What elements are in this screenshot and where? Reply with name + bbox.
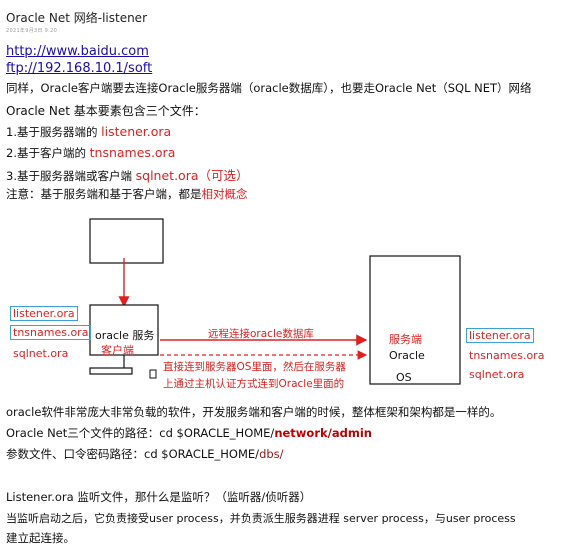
server-listener-file: listener.ora [466,328,534,343]
server-tower [369,255,461,385]
client-box-line2: 客户端 [101,344,134,357]
client-sqlnet-file: sqlnet.ora [13,347,69,360]
file-item-prefix: 2.基于客户端的 [6,146,90,160]
param-files-path-prefix: 参数文件、口令密码路径：cd $ORACLE_HOME/ [6,447,260,461]
file-item-3: 3.基于服务器端或客户端 sqlnet.ora（可选） [6,165,249,184]
diagram-shapes [89,218,461,385]
http-link[interactable]: http://www.baidu.com [6,44,149,59]
mouse [149,369,157,379]
page-title: Oracle Net 网络-listener [6,11,148,25]
upper-box [89,218,164,264]
note-line: 注意：基于服务端和基于客户端，都是相对概念 [6,186,248,202]
server-tnsnames-file: tnsnames.ora [469,349,545,362]
file-item-prefix: 3.基于服务器端或客户端 [6,169,136,183]
client-listener-file: listener.ora [10,306,78,321]
net-files-path-prefix: Oracle Net三个文件的路径：cd $ORACLE_HOME/ [6,426,275,440]
ftp-link[interactable]: ftp://192.168.10.1/soft [6,61,153,76]
note-highlight: 相对概念 [201,187,248,201]
listener-question: Listener.ora 监听文件，那什么是监听？（监听器/侦听器） [6,490,312,504]
page-meta: 2021年9月3日 9:20 [6,28,58,34]
file-item-name: sqlnet.ora（可选） [135,168,249,183]
listener-desc-line1: 当监听启动之后，它负责接受user process，并负责派生服务器进程 ser… [6,512,516,525]
architecture-diagram: listener.ora tnsnames.ora sqlnet.ora ora… [0,208,566,398]
architecture-note: oracle软件非常庞大非常负载的软件，开发服务端和客户端的时候，整体框架和架构… [6,405,502,419]
remote-connect-label: 远程连接oracle数据库 [208,328,314,340]
file-item-name: tnsnames.ora [89,145,176,160]
server-label: 服务端 [389,333,422,346]
net-files-path-value: network/admin [274,426,372,440]
direct-connect-line2: 上通过主机认证方式连到Oracle里面的 [163,378,345,390]
keyboard [89,367,133,375]
file-item-name: listener.ora [101,124,172,139]
file-item-prefix: 1.基于服务器端的 [6,125,102,139]
intro-line-1: 同样，Oracle客户端要去连接Oracle服务器端（oracle数据库），也要… [6,81,532,95]
listener-desc-line2: 建立起连接。 [6,531,75,545]
param-files-path-value: dbs/ [259,447,284,461]
intro-line-2: Oracle Net 基本要素包含三个文件： [6,104,206,118]
param-files-path: 参数文件、口令密码路径：cd $ORACLE_HOME/dbs/ [6,446,284,462]
server-name: Oracle [389,349,425,362]
note-prefix: 注意：基于服务端和基于客户端，都是 [6,187,202,201]
file-item-1: 1.基于服务器端的 listener.ora [6,124,171,140]
net-files-path: Oracle Net三个文件的路径：cd $ORACLE_HOME/networ… [6,425,372,441]
client-tnsnames-file: tnsnames.ora [10,325,92,340]
direct-connect-line1: 直接连到服务器OS里面，然后在服务器 [163,361,346,373]
server-os: OS [396,371,412,384]
file-item-2: 2.基于客户端的 tnsnames.ora [6,145,175,161]
server-sqlnet-file: sqlnet.ora [469,368,525,381]
client-monitor [89,304,159,356]
client-box-line1: oracle 服务 [95,329,155,342]
